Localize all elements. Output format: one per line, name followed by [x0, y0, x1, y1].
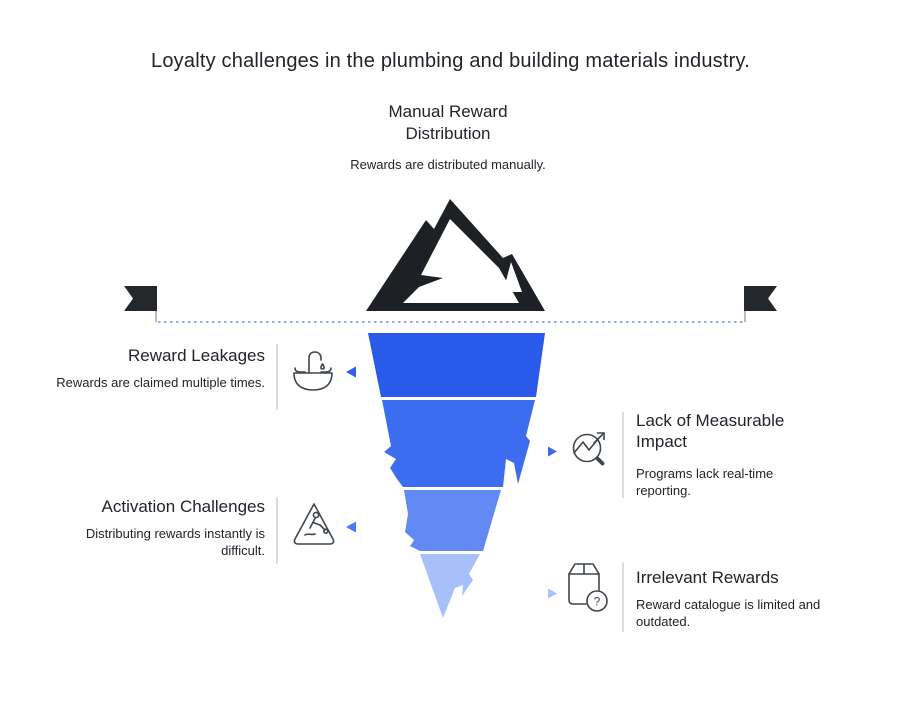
package-question-icon: ? — [568, 563, 608, 612]
item-heading: Activation Challenges — [101, 497, 265, 516]
item-description: Rewards are claimed multiple times. — [56, 375, 265, 390]
chart-magnifier-icon — [572, 432, 605, 466]
mountain-face — [403, 219, 519, 303]
item-heading: Reward Leakages — [127, 346, 265, 365]
item-description: Reward catalogue is limited and outdated… — [636, 597, 821, 629]
top-item-description: Rewards are distributed manually. — [350, 157, 546, 172]
iceberg-segment-3 — [404, 490, 501, 551]
divider — [622, 412, 624, 498]
item-lack-of-measurable-impact: Lack of Measurable Impact Programs lack … — [636, 410, 821, 499]
arrow-to-lack-of-measurable-impact — [548, 446, 557, 457]
top-item: Manual Reward Distribution Rewards are d… — [348, 101, 548, 174]
item-reward-leakages: Reward Leakages Rewards are claimed mult… — [55, 345, 265, 392]
iceberg-segment-1 — [368, 333, 545, 397]
arrow-to-reward-leakages — [346, 366, 356, 378]
iceberg-segment-4 — [420, 554, 480, 618]
divider — [276, 344, 278, 410]
arrow-to-irrelevant-rewards — [548, 588, 557, 599]
question-mark-glyph: ? — [594, 595, 601, 609]
item-irrelevant-rewards: Irrelevant Rewards Reward catalogue is l… — [636, 567, 861, 630]
flag-right-icon — [744, 286, 777, 322]
divider — [276, 497, 278, 564]
mountain-icon — [366, 199, 545, 311]
top-item-heading: Manual Reward Distribution — [388, 102, 508, 143]
page-title: Loyalty challenges in the plumbing and b… — [151, 50, 750, 72]
divider — [622, 562, 624, 632]
sink-leak-icon — [293, 351, 333, 391]
item-heading: Irrelevant Rewards — [636, 568, 779, 587]
item-description: Programs lack real-time reporting. — [636, 466, 774, 498]
item-description: Distributing rewards instantly is diffic… — [85, 526, 265, 558]
item-heading: Lack of Measurable Impact — [636, 411, 785, 451]
arrow-to-activation-challenges — [346, 521, 356, 533]
mountain-face-small — [503, 262, 522, 292]
iceberg-segment-2 — [382, 400, 535, 487]
item-activation-challenges: Activation Challenges Distributing rewar… — [50, 496, 265, 559]
roadwork-warning-icon — [293, 503, 335, 545]
flag-left-icon — [124, 286, 157, 322]
